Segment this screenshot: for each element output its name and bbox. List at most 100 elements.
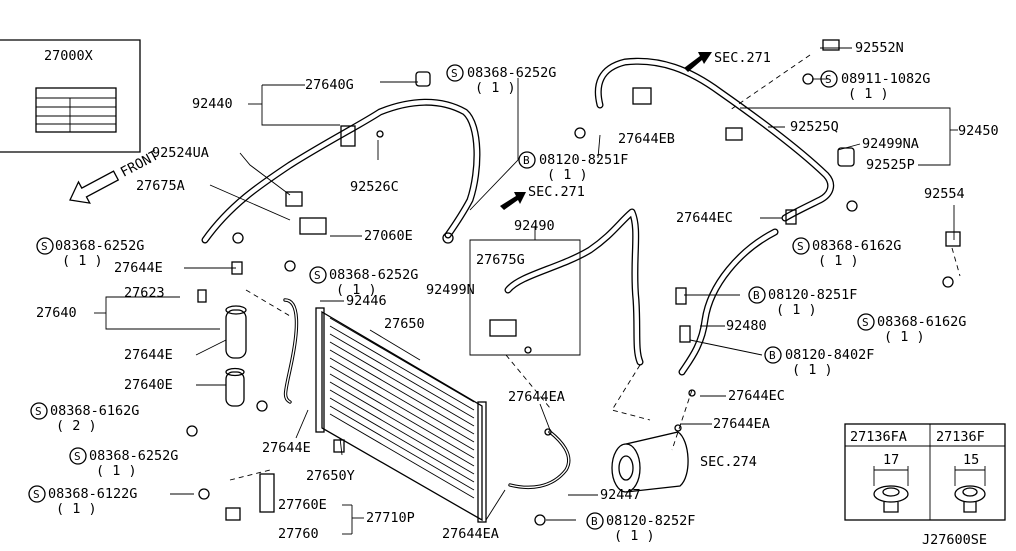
leader-lines [94,47,958,535]
callout-qty: ( 1 ) [776,302,817,318]
svg-text:S: S [451,67,458,80]
pipe-27640G [201,98,481,244]
svg-text:S: S [74,450,81,463]
callout-27644EA-c: 27644EA [442,526,499,542]
pipe-92447 [508,430,571,490]
callout-27640E: 27640E [124,377,173,393]
clip-a-dim: 17 [883,452,899,468]
sec271-arrow-top [684,52,712,72]
svg-text:B: B [523,154,530,167]
callout-92525P: 92525P [866,157,915,173]
callout-27644EC-top: 27644EC [676,210,733,226]
callout-08120-8251F-mid: 08120-8251F [768,287,857,303]
sec271-arrow-mid [500,192,526,210]
callout-qty: ( 1 ) [884,329,925,345]
svg-text:B: B [591,515,598,528]
clip-detail-boxes: 27136FA 27136F 17 15 [844,423,1006,521]
callout-27710P: 27710P [366,510,415,526]
callout-qty: ( 1 ) [62,253,103,269]
svg-text:S: S [862,316,869,329]
callout-27640: 27640 [36,305,77,321]
callout-08368-6252G-left: 08368-6252G [55,238,144,254]
callout-qty: ( 1 ) [336,282,377,298]
callout-92447: 92447 [600,487,641,503]
callout-27650Y: 27650Y [306,468,355,484]
callout-27060E: 27060E [364,228,413,244]
callout-92526C: 92526C [350,179,399,195]
callout-sec274: SEC.274 [700,454,757,470]
callout-08368-6162G-far: 08368-6162G [877,314,966,330]
callout-08120-8402F: 08120-8402F [785,347,874,363]
pipe-92480 [678,228,779,376]
svg-text:S: S [41,240,48,253]
callout-qty: ( 1 ) [547,167,588,183]
callout-qty: ( 1 ) [614,528,655,544]
pipe-92450 [594,57,835,222]
clip-a-part: 27136FA [850,429,907,445]
callout-27760E: 27760E [278,497,327,513]
callout-27644EB: 27644EB [618,131,675,147]
callout-08368-6122G: 08368-6122G [48,486,137,502]
callout-92552N: 92552N [855,40,904,56]
callout-qty: ( 1 ) [96,463,137,479]
callout-qty: ( 1 ) [848,86,889,102]
reference-lines [229,54,961,481]
callout-27644E-b: 27644E [124,347,173,363]
callout-27644EA-b: 27644EA [713,416,770,432]
callout-08368-6252G-mid: 08368-6252G [329,267,418,283]
callout-08368-6162G-right: 08368-6162G [812,238,901,254]
callout-qty: ( 1 ) [818,253,859,269]
svg-text:S: S [314,269,321,282]
callout-27644E-a: 27644E [114,260,163,276]
callout-08368-6252G-low: 08368-6252G [89,448,178,464]
callout-08368-6252G-top: 08368-6252G [467,65,556,81]
inset-part-number: 27000X [44,48,93,64]
label-inset: 27000X [0,39,141,153]
condenser [315,307,487,523]
callout-sec271-mid: SEC.271 [528,184,585,200]
callout-92490: 92490 [514,218,555,234]
callout-27640G: 27640G [305,77,354,93]
clip-b-part: 27136F [936,429,985,445]
svg-text:S: S [797,240,804,253]
clip-b-dim: 15 [963,452,979,468]
callout-08368-6162G-left: 08368-6162G [50,403,139,419]
front-arrow: FRONT [69,148,161,204]
callout-27650: 27650 [384,316,425,332]
callout-08120-8251F-top: 08120-8251F [539,152,628,168]
callout-92446: 92446 [346,293,387,309]
callout-sec271-top: SEC.271 [714,50,771,66]
callout-27644EC-bot: 27644EC [728,388,785,404]
callout-92480: 92480 [726,318,767,334]
compressor [611,431,689,493]
pipe-92446 [283,298,299,404]
callout-qty: ( 1 ) [792,362,833,378]
callouts: 92440 27640G 08368-6252G ( 1 ) SEC.271 9… [36,40,999,548]
callout-92525Q: 92525Q [790,119,839,135]
bolt-symbols: S S B S S S B S B S S S B [28,64,875,530]
callout-92524UA: 92524UA [152,145,209,161]
svg-text:S: S [35,405,42,418]
callout-27675G: 27675G [476,252,525,268]
diagram-code: J27600SE [922,532,987,548]
callout-92499N: 92499N [426,282,475,298]
callout-27760: 27760 [278,526,319,542]
callout-qty: ( 1 ) [475,80,516,96]
callout-08911-1082G: 08911-1082G [841,71,930,87]
svg-text:S: S [33,488,40,501]
callout-27644EA-a: 27644EA [508,389,565,405]
callout-92499NA: 92499NA [862,136,919,152]
callout-08120-8252F: 08120-8252F [606,513,695,529]
svg-text:B: B [753,289,760,302]
callout-92554: 92554 [924,186,965,202]
pipe-92490 [504,208,644,366]
callout-27644E-c: 27644E [262,440,311,456]
callout-qty: ( 2 ) [56,418,97,434]
svg-text:S: S [825,73,832,86]
callout-92450: 92450 [958,123,999,139]
hardware [186,39,961,526]
svg-text:B: B [769,349,776,362]
callout-qty: ( 1 ) [56,501,97,517]
callout-27675A: 27675A [136,178,185,194]
